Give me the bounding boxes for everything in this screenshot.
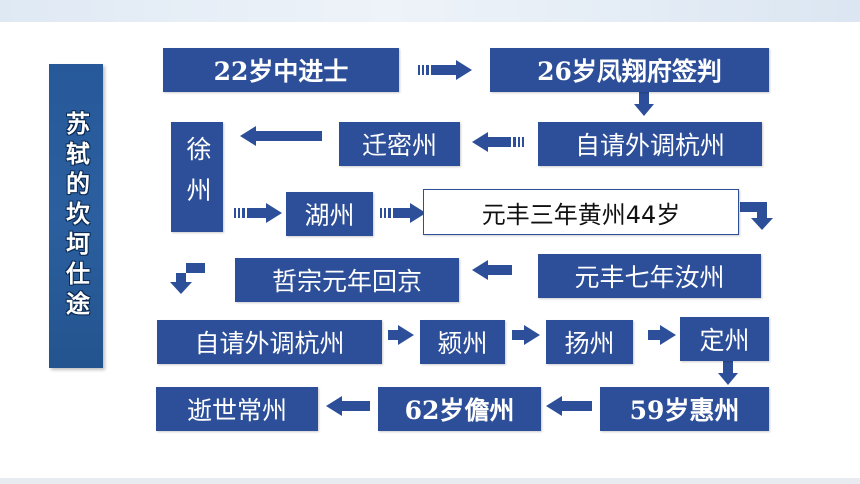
node-hangzhou-1: 自请外调杭州 [538,122,762,166]
arrow-danzhou-to-changzhou [326,396,370,416]
node-huijing-label: 哲宗元年回京 [271,267,422,296]
arrow-dingzhou-to-huizhou [718,361,738,385]
node-jinshi: 22岁中进士 [163,48,399,92]
node-huangzhou-label: 元丰三年黄州44岁 [481,200,681,229]
arrow-huangzhou-to-ruzhou [740,202,773,230]
node-danzhou-label: 62岁儋州 [404,396,515,425]
diagram-title-panel: 苏轼的坎坷仕途 [49,64,103,368]
arrow-yangzhou-to-dingzhou [648,325,676,345]
arrow-hangzhou-to-mizhou [472,132,524,152]
node-jinshi-label: 22岁中进士 [213,57,349,86]
node-fengxiang-label: 26岁凤翔府签判 [537,57,722,86]
node-yingzhou: 颍州 [420,320,505,364]
node-huizhou: 59岁惠州 [600,387,769,431]
node-fengxiang: 26岁凤翔府签判 [490,48,769,92]
node-yingzhou-label: 颍州 [437,329,488,358]
node-huizhou-label: 59岁惠州 [629,396,740,425]
arrow-fengxiang-to-hangzhou [634,92,654,116]
node-xuzhou: 徐州 [171,122,223,232]
node-huzhou: 湖州 [286,192,373,236]
node-xuzhou-label: 徐州 [183,136,212,218]
node-ruzhou: 元丰七年汝州 [538,254,761,298]
node-huijing: 哲宗元年回京 [235,258,459,302]
node-dingzhou: 定州 [680,317,769,361]
arrow-xuzhou-to-huzhou [234,203,282,223]
node-changzhou-label: 逝世常州 [186,396,287,425]
node-ruzhou-label: 元丰七年汝州 [574,263,725,292]
node-hangzhou-1-label: 自请外调杭州 [574,131,725,160]
node-huzhou-label: 湖州 [304,201,355,230]
arrow-ruzhou-to-huijing [472,260,512,280]
bottom-divider [0,478,860,484]
arrow-huzhou-to-huangzhou [380,203,426,223]
arrow-hangzhou-to-yingzhou [388,325,414,345]
arrow-yingzhou-to-yangzhou [512,325,540,345]
node-danzhou: 62岁儋州 [378,387,541,431]
node-huangzhou: 元丰三年黄州44岁 [423,189,739,235]
node-hangzhou-2: 自请外调杭州 [157,320,382,364]
arrow-huijing-to-hangzhou [170,263,205,294]
node-hangzhou-2-label: 自请外调杭州 [194,329,345,358]
arrow-huizhou-to-danzhou [546,396,592,416]
arrow-mizhou-to-xuzhou [240,126,322,146]
diagram-title: 苏轼的坎坷仕途 [61,111,90,321]
node-yangzhou: 扬州 [546,320,633,364]
arrow-jinshi-to-fengxiang [418,60,472,80]
node-mizhou-label: 迁密州 [361,131,437,160]
node-dingzhou-label: 定州 [699,326,750,355]
node-mizhou: 迁密州 [339,122,460,166]
top-banner [0,0,860,22]
node-changzhou: 逝世常州 [156,387,318,431]
node-yangzhou-label: 扬州 [564,329,615,358]
